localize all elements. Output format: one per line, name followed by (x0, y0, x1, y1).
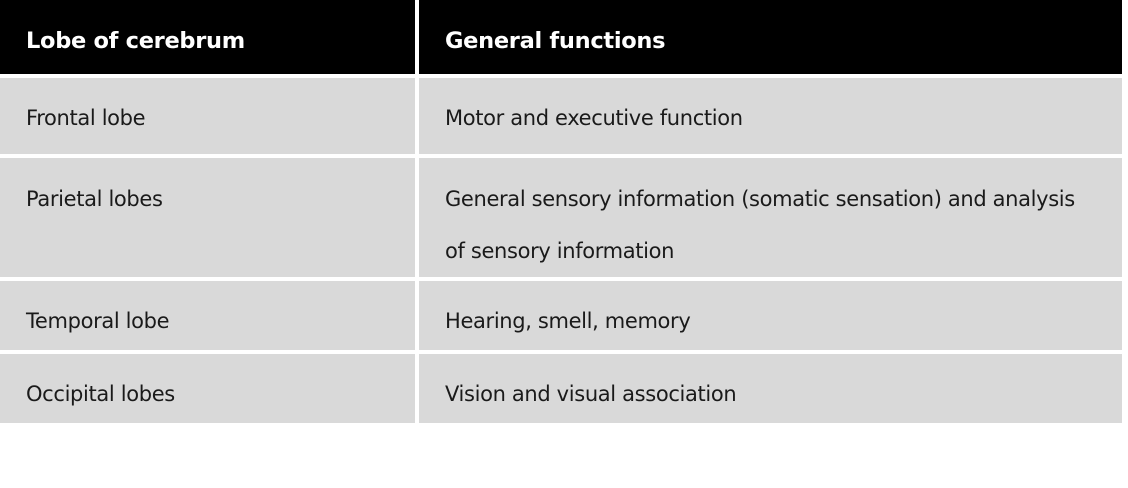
table-container: Lobe of cerebrum General functions Front… (0, 0, 1122, 423)
cell-lobe: Frontal lobe (0, 78, 415, 154)
table-body: Frontal lobe Motor and executive functio… (0, 78, 1122, 423)
table-row: Frontal lobe Motor and executive functio… (0, 78, 1122, 154)
lobes-of-cerebrum-table: Lobe of cerebrum General functions Front… (0, 0, 1122, 423)
cell-functions: Hearing, smell, memory (419, 281, 1122, 350)
table-row: Parietal lobes General sensory informati… (0, 158, 1122, 277)
cell-functions: Motor and executive function (419, 78, 1122, 154)
cell-functions-text: General sensory information (somatic sen… (445, 187, 1075, 263)
column-header-lobe-label: Lobe of cerebrum (26, 28, 245, 54)
column-header-functions-label: General functions (445, 28, 666, 54)
cell-lobe-text: Parietal lobes (26, 187, 163, 211)
cell-functions: Vision and visual association (419, 354, 1122, 423)
cell-lobe-text: Frontal lobe (26, 106, 146, 130)
cell-functions: General sensory information (somatic sen… (419, 158, 1122, 277)
table-row: Temporal lobe Hearing, smell, memory (0, 281, 1122, 350)
cell-functions-text: Motor and executive function (445, 106, 743, 130)
cell-lobe: Occipital lobes (0, 354, 415, 423)
cell-lobe-text: Temporal lobe (26, 309, 170, 333)
table-header-row: Lobe of cerebrum General functions (0, 0, 1122, 74)
table-header: Lobe of cerebrum General functions (0, 0, 1122, 74)
cell-functions-text: Vision and visual association (445, 382, 737, 406)
cell-lobe: Parietal lobes (0, 158, 415, 277)
cell-lobe: Temporal lobe (0, 281, 415, 350)
column-header-functions: General functions (419, 0, 1122, 74)
table-row: Occipital lobes Vision and visual associ… (0, 354, 1122, 423)
column-header-lobe: Lobe of cerebrum (0, 0, 415, 74)
cell-lobe-text: Occipital lobes (26, 382, 175, 406)
cell-functions-text: Hearing, smell, memory (445, 309, 691, 333)
